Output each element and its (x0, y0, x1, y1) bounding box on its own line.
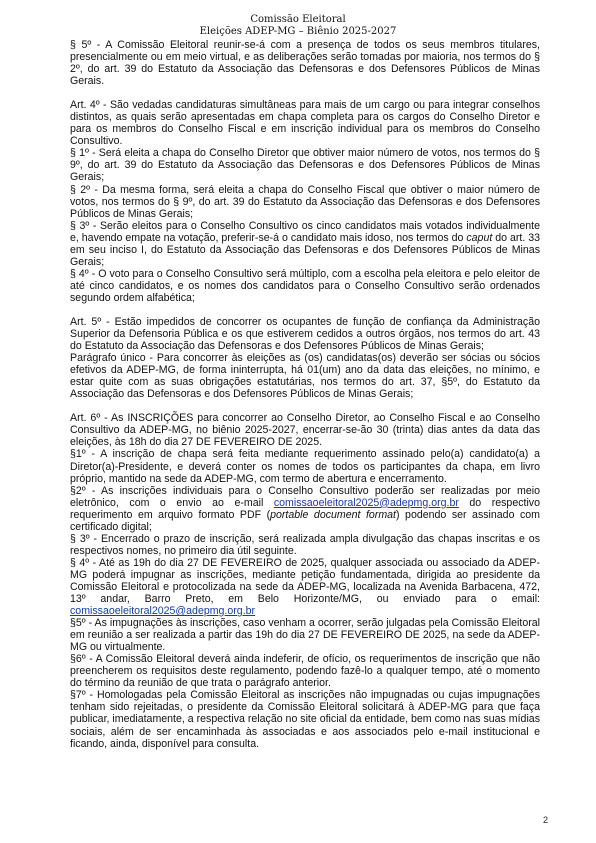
paragraph-art6-par1: §1º - A inscrição de chapa será feita me… (70, 448, 540, 485)
header-line-2: Eleições ADEP-MG – Biênio 2025-2027 (199, 26, 397, 37)
paragraph-art6-par4: § 4º - Até as 19h do dia 27 DE FEVEREIRO… (70, 557, 540, 617)
paragraph-art4-par1: § 1º - Será eleita a chapa do Conselho D… (70, 147, 540, 184)
page-number: 2 (542, 815, 548, 825)
text-segment: ) podendo ser assinado com certificado d… (70, 508, 540, 533)
email-link[interactable]: comissaoeleitoral2025@adepmg.org.br (70, 605, 256, 618)
text-segment: § 3º - Serão eleitos para o Conselho Con… (70, 219, 540, 244)
paragraph-art6-par3: § 3º - Encerrado o prazo de inscrição, s… (70, 532, 540, 557)
emphasis-caput: caput (466, 231, 493, 244)
paragraph-art6-par7: §7º - Homologadas pela Comissão Eleitora… (70, 689, 540, 750)
page-header: Comissão Eleitoral Eleições ADEP-MG – Bi… (0, 14, 596, 38)
text-segment: § 4º - Até as 19h do dia 27 DE FEVEREIRO… (70, 556, 540, 606)
header-line-1: Comissão Eleitoral (250, 14, 346, 25)
paragraph-art4-par2: § 2º - Da mesma forma, será eleita a cha… (70, 183, 540, 220)
paragraph-art6-par6: §6º - A Comissão Eleitoral deverá ainda … (70, 653, 540, 690)
paragraph-art4-par3: § 3º - Serão eleitos para o Conselho Con… (70, 220, 540, 268)
paragraph-art5: Art. 5º - Estão impedidos de concorrer o… (70, 315, 540, 353)
paragraph-art3-par5: § 5º - A Comissão Eleitoral reunir-se-á … (70, 39, 540, 88)
paragraph-art6-par5: §5º - As impugnações às inscrições, caso… (70, 617, 540, 654)
paragraph-art6: Art. 6º - As INSCRIÇÕES para concorrer a… (70, 412, 540, 449)
email-link[interactable]: comissaoeleitoral2025@adepmg.org.br (273, 496, 459, 509)
paragraph-art5-sole: Parágrafo único - Para concorrer às elei… (70, 352, 540, 401)
text-segment: §2º - As inscrições individuais para o C… (70, 484, 540, 509)
paragraph-art6-par2: §2º - As inscrições individuais para o C… (70, 485, 540, 533)
text-segment: do art. 33 em seu inciso I, do Estatuto … (70, 231, 540, 268)
emphasis-pdf: portable document format (270, 508, 396, 521)
paragraph-art4: Art. 4º - São vedadas candidaturas simul… (70, 99, 540, 148)
text-segment: do respectivo requerimento em arquivo fo… (70, 496, 540, 521)
document-body: § 5º - A Comissão Eleitoral reunir-se-á … (70, 39, 540, 750)
paragraph-art4-par4: § 4º - O voto para o Conselho Consultivo… (70, 267, 540, 304)
